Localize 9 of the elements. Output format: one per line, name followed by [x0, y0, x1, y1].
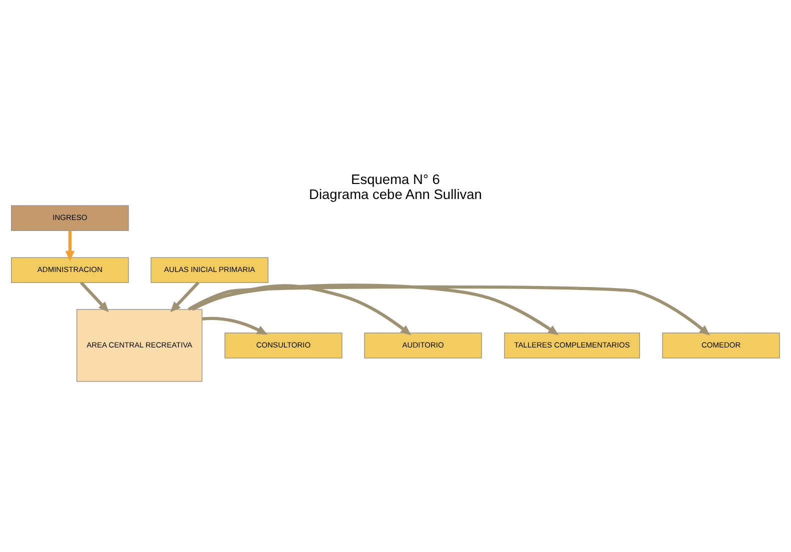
caption: Diagrama cebe Ann Sullivan: [309, 187, 482, 202]
arrow: [170, 282, 200, 312]
arrow: [188, 285, 710, 336]
arrow: [202, 316, 268, 335]
arrow: [192, 284, 559, 336]
arrow: [80, 282, 109, 312]
arrow: [192, 284, 412, 336]
diagram-title: Esquema N° 6: [351, 172, 440, 188]
arrow: [65, 230, 75, 262]
